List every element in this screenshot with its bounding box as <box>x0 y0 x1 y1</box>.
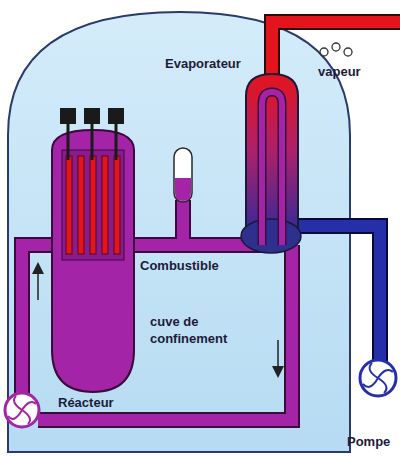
reactor-label: Réacteur <box>58 395 114 412</box>
core <box>62 150 124 260</box>
feed-pump <box>360 360 396 396</box>
reactor-vessel <box>52 130 134 392</box>
steam-generator <box>246 74 298 240</box>
feed-pipe <box>295 226 380 362</box>
flow-arrow <box>37 268 39 300</box>
steam-pipe-outline <box>272 22 400 80</box>
flow-arrow <box>277 340 279 372</box>
containment-dome <box>8 12 350 452</box>
generator-label: Evaporateur <box>165 56 241 73</box>
steam-label: vapeur <box>318 64 361 81</box>
generator-bottom <box>241 219 301 253</box>
feed-pipe-outline <box>295 226 380 362</box>
steam-pipe <box>272 22 400 80</box>
fuel-label: Combustible <box>140 258 219 275</box>
containment-label: cuve de confinement <box>150 314 250 348</box>
u-tube <box>262 92 282 245</box>
pump-label: Pompe <box>347 434 390 451</box>
control-rods <box>60 108 124 160</box>
pressurizer <box>174 148 192 202</box>
fuel-rods <box>66 156 120 254</box>
primary-pump <box>5 393 39 427</box>
pressurizer-water <box>175 178 191 201</box>
u-tube-outline <box>262 92 282 245</box>
steam-bubbles <box>320 43 352 56</box>
